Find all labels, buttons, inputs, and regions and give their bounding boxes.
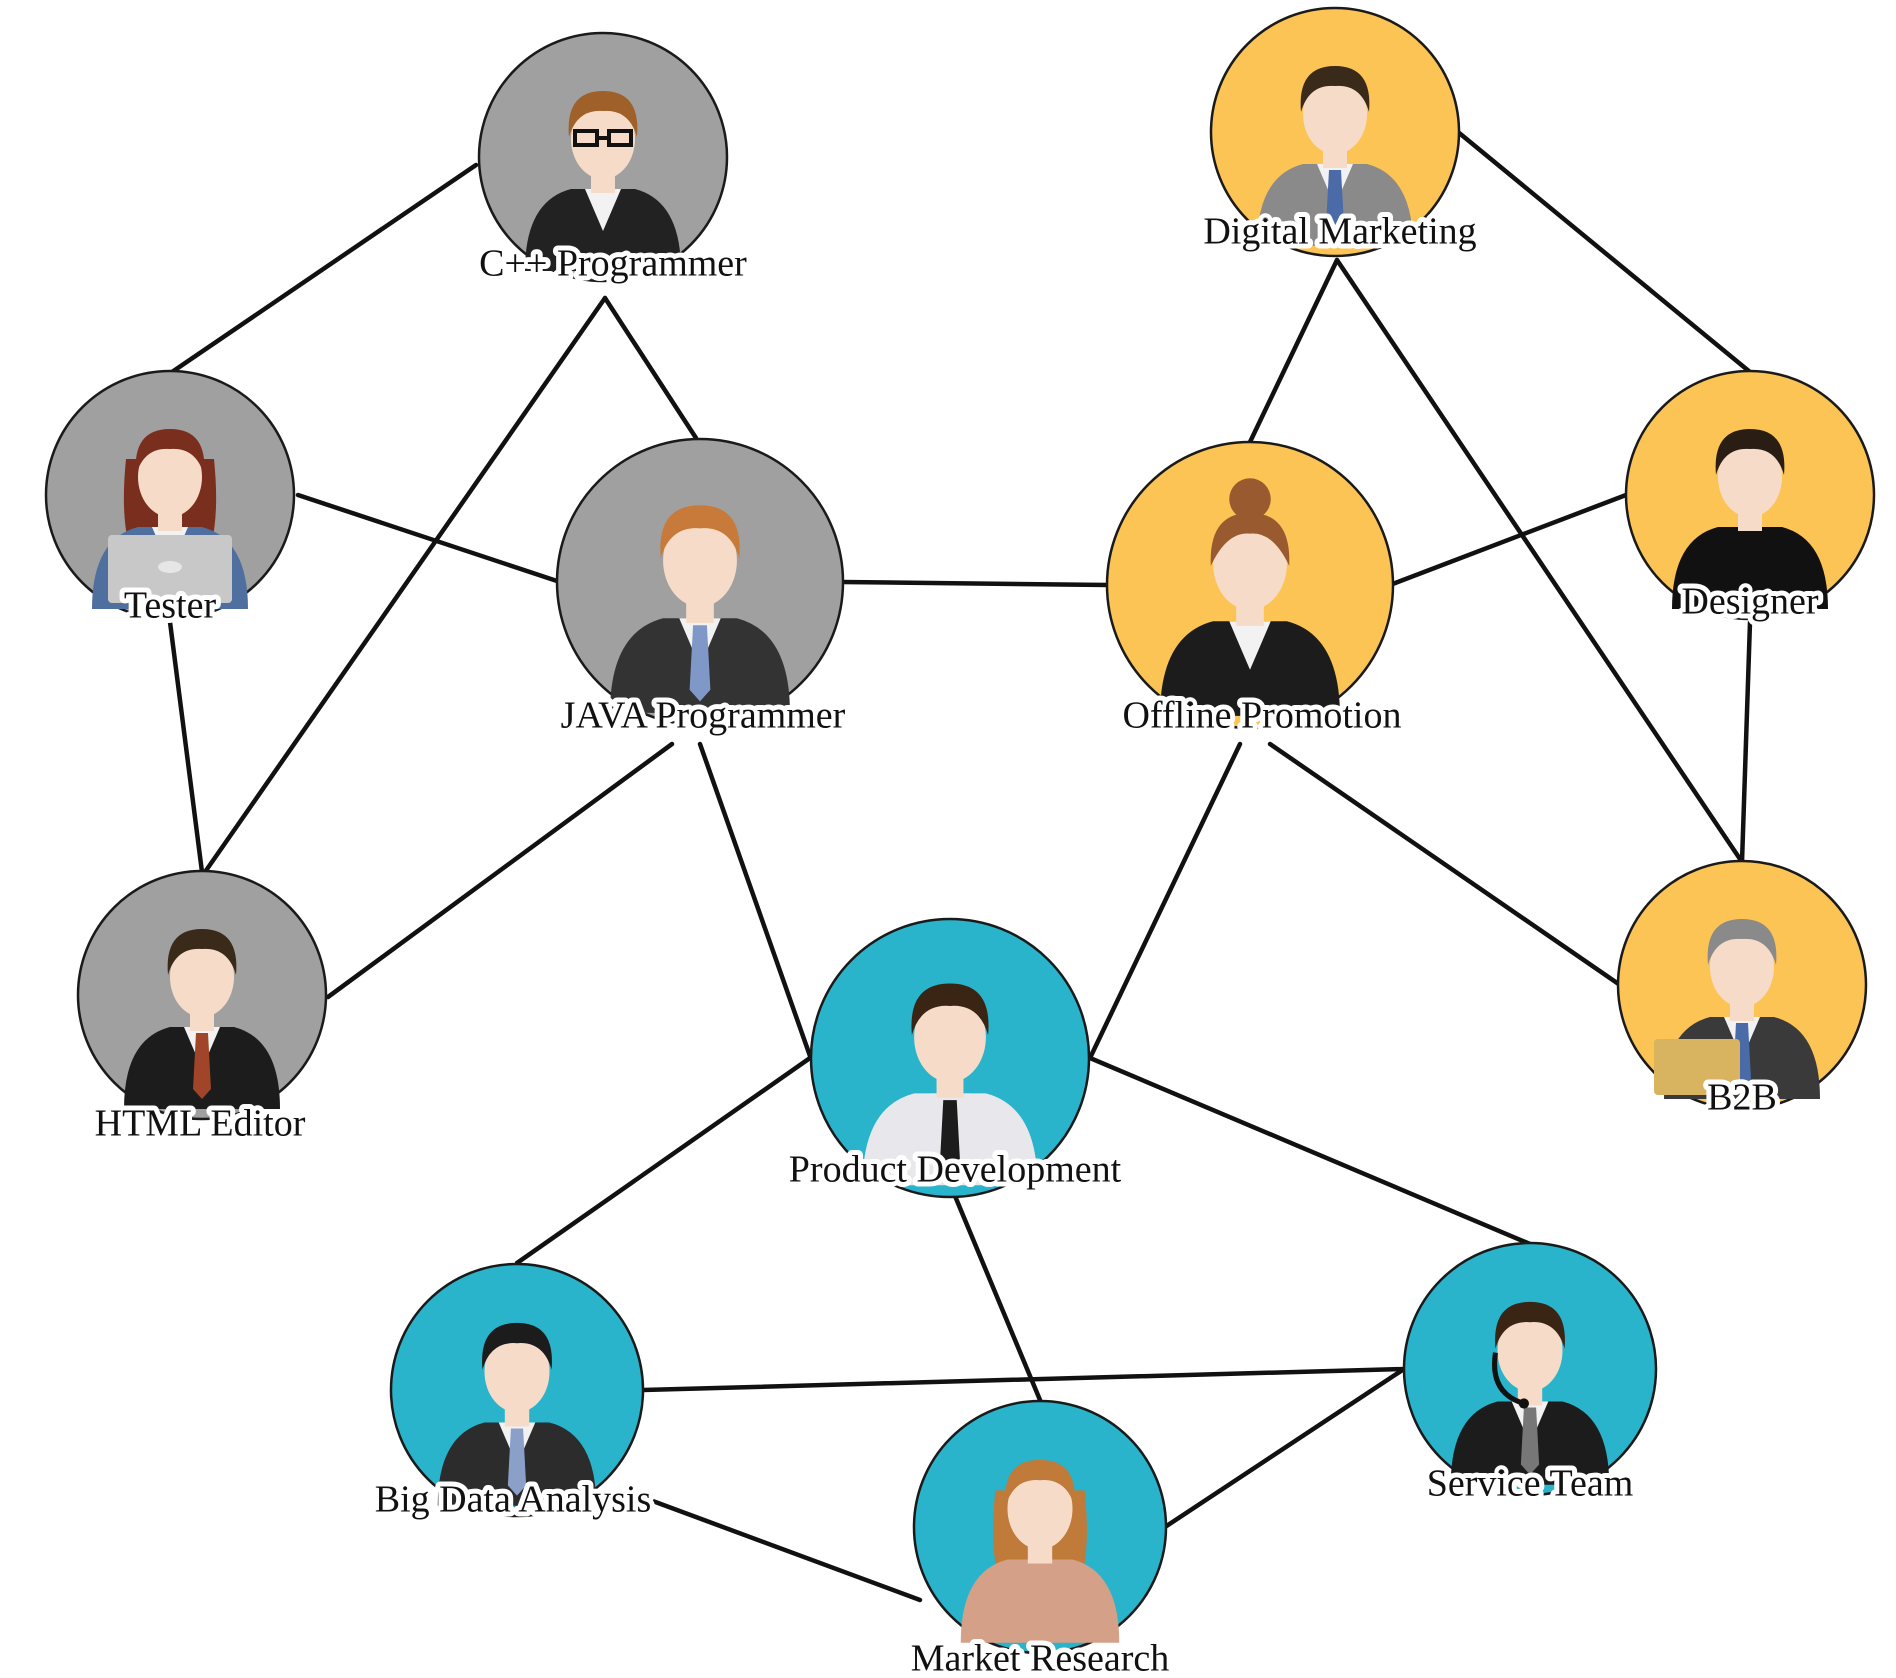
edge-tester-java	[295, 492, 563, 585]
edge-offline-b2b	[1267, 741, 1623, 988]
programmer-glasses-icon	[525, 91, 681, 271]
node-label: C++ Programmer	[479, 243, 747, 285]
edge-java-html	[325, 741, 675, 1000]
man-red-tie-icon	[124, 929, 280, 1109]
man-headset-icon	[1450, 1301, 1610, 1485]
node-cpp: C++ Programmer	[474, 31, 752, 290]
edge-product-bigdata	[514, 1055, 813, 1266]
node-digital: Digital Marketing	[1198, 6, 1482, 258]
node-java: JAVA Programmer	[556, 437, 851, 742]
node-label: Product Development	[789, 1149, 1122, 1191]
edge-designer-b2b	[1739, 619, 1753, 865]
node-label: Service Team	[1427, 1463, 1634, 1505]
node-label: B2B	[1707, 1077, 1777, 1119]
edge-bigdata-market	[647, 1497, 923, 1603]
node-designer: Designer	[1624, 369, 1876, 628]
node-b2b: B2B	[1616, 859, 1868, 1124]
woman-long-hair-icon	[960, 1459, 1120, 1643]
edge-digital-b2b	[1334, 257, 1745, 865]
edge-java-product	[697, 741, 813, 1059]
node-label: JAVA Programmer	[561, 695, 846, 737]
edge-bigdata-service	[640, 1366, 1407, 1393]
businessman-suit-icon	[610, 505, 790, 713]
man-white-shirt-icon	[862, 983, 1038, 1186]
edge-cpp-java	[602, 295, 699, 441]
edge-digital-offline	[1247, 257, 1340, 445]
node-tester: Tester	[44, 369, 296, 632]
man-grey-suit-icon	[1257, 66, 1413, 246]
edge-service-market	[1162, 1366, 1407, 1530]
node-label: Digital Marketing	[1203, 211, 1476, 253]
edge-java-offline	[839, 579, 1111, 588]
edge-cpp-html	[202, 295, 608, 875]
edge-product-market	[952, 1193, 1043, 1403]
node-label: Designer	[1681, 581, 1819, 623]
businesswoman-icon	[1160, 478, 1340, 716]
node-product: Product Development	[784, 917, 1127, 1199]
man-dark-suit-icon	[437, 1322, 597, 1506]
node-market: Market Research	[906, 1399, 1174, 1678]
node-label: Tester	[124, 585, 217, 627]
edge-product-service	[1087, 1055, 1533, 1247]
node-label: HTML Editor	[95, 1103, 306, 1145]
node-bigdata: Big Data Analysis	[370, 1262, 656, 1526]
woman-laptop-icon	[92, 429, 248, 609]
node-offline: Offline Promotion	[1105, 440, 1407, 742]
connections-layer	[167, 129, 1753, 1603]
man-black-jacket-icon	[1672, 429, 1828, 609]
node-label: Market Research	[911, 1638, 1170, 1678]
node-label: Big Data Analysis	[375, 1479, 652, 1521]
node-service: Service Team	[1402, 1241, 1658, 1510]
edge-cpp-tester	[169, 162, 479, 375]
edge-tester-html	[167, 619, 205, 875]
senior-man-folder-icon	[1654, 919, 1820, 1099]
node-html: HTML Editor	[76, 869, 328, 1150]
node-label: Offline Promotion	[1122, 695, 1401, 737]
edge-digital-designer	[1455, 129, 1753, 375]
edge-offline-product	[1087, 741, 1243, 1061]
edge-designer-offline	[1387, 492, 1629, 588]
